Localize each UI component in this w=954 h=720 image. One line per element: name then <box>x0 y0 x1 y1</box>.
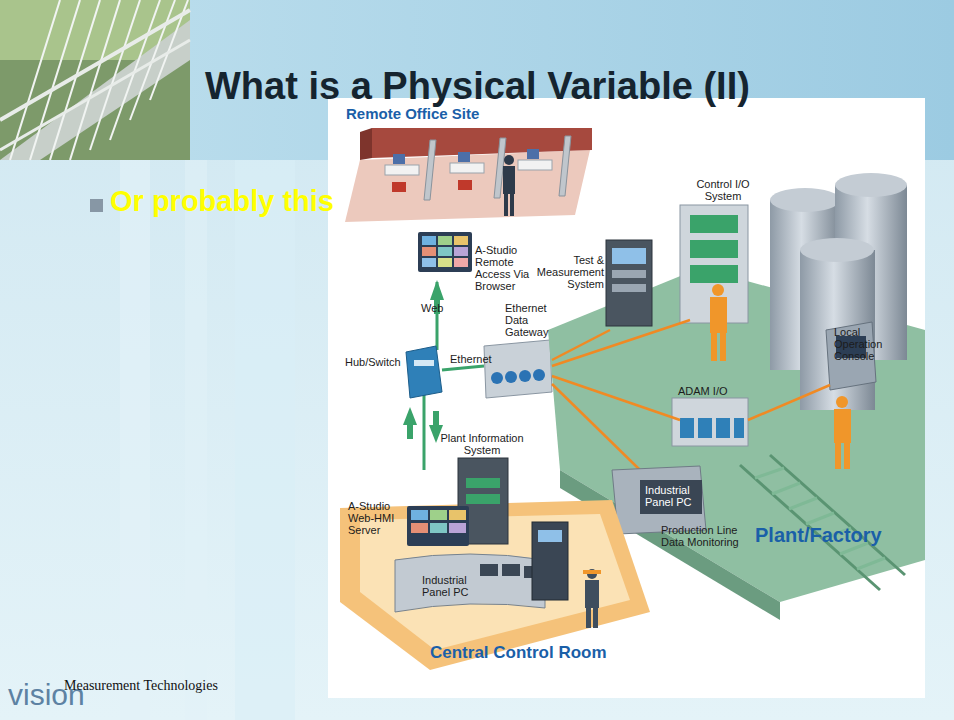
component-label: Plant Information System <box>430 432 534 456</box>
region-label: Remote Office Site <box>346 106 479 123</box>
footer-text: Measurement Technologies <box>64 678 218 693</box>
slide-title: What is a Physical Variable (II) <box>205 66 750 108</box>
component-label: Ethernet Data Gateway <box>505 302 555 338</box>
component-label: A-Studio Web-HMI Server <box>348 500 402 536</box>
component-label: Ethernet <box>450 353 492 365</box>
bridge-photo <box>0 0 190 160</box>
region-label: Plant/Factory <box>755 524 882 546</box>
component-label: Industrial Panel PC <box>645 484 701 508</box>
bullet-square <box>90 199 103 212</box>
component-label: Control I/O System <box>692 178 754 202</box>
component-label: ADAM I/O <box>678 385 728 397</box>
component-label: Hub/Switch <box>345 356 401 368</box>
automation-illustration <box>328 98 925 698</box>
component-label: Local Operation Console <box>834 326 890 362</box>
component-label: A-Studio Remote Access Via Browser <box>475 244 537 292</box>
bullet-text: Or probably this <box>110 186 334 218</box>
region-label: Central Control Room <box>430 644 607 663</box>
component-label: Web <box>421 302 443 314</box>
component-label: Test & Measurement System <box>532 254 604 290</box>
component-label: Production Line Data Monitoring <box>661 524 749 548</box>
component-label: Industrial Panel PC <box>422 574 478 598</box>
